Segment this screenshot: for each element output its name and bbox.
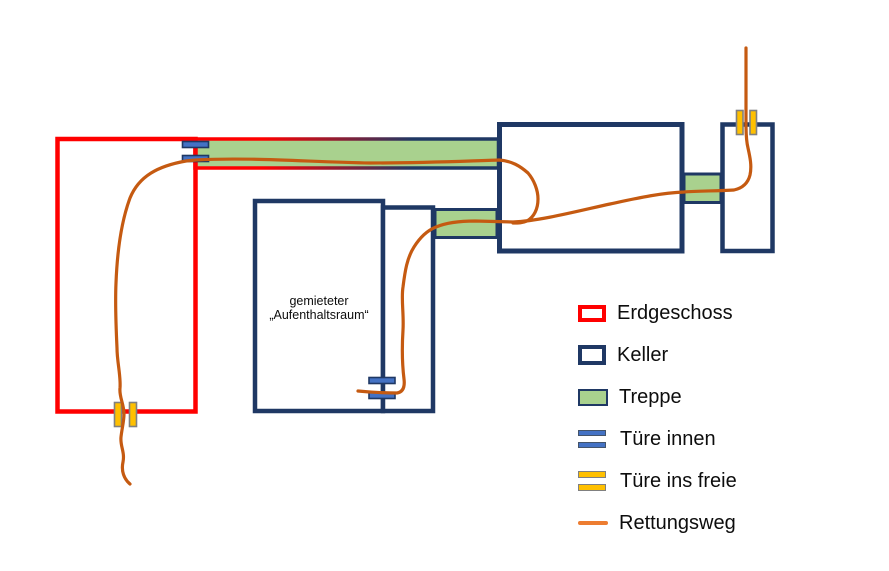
legend-label: Erdgeschoss	[617, 301, 733, 324]
aufenthaltsraum-label-line1: gemieteter	[289, 294, 349, 308]
door-bar	[181, 140, 210, 149]
legend: Erdgeschoss Keller Treppe Türe innen Tür…	[578, 292, 737, 544]
keller-main-room	[497, 122, 685, 254]
door-bar	[578, 484, 606, 491]
legend-item-rettungsweg: Rettungsweg	[578, 502, 737, 544]
exit-door-keller	[735, 109, 758, 136]
aufenthaltsraum-label: gemieteter „Aufenthaltsraum“	[255, 294, 383, 322]
erdgeschoss-swatch-icon	[578, 304, 606, 322]
legend-item-tuere-ins-freie: Türe ins freie	[578, 460, 737, 502]
legend-label: Treppe	[619, 385, 682, 408]
inner-door-aufenthaltsraum	[368, 376, 396, 400]
legend-label: Türe innen	[620, 427, 716, 450]
door-bar	[578, 471, 606, 478]
aufenthaltsraum-room	[252, 198, 386, 414]
door-bar	[368, 376, 396, 385]
treppe-swatch-icon	[578, 388, 608, 406]
keller-swatch-icon	[578, 345, 606, 365]
door-bar	[749, 109, 758, 136]
legend-item-tuere-innen: Türe innen	[578, 418, 737, 460]
escape-route-erdgeschoss	[113, 157, 540, 486]
tuere-ins-freie-swatch-icon	[578, 471, 609, 491]
door-bar	[578, 430, 606, 436]
tuere-innen-swatch-icon	[578, 430, 609, 448]
stair-connector-right	[682, 172, 723, 204]
door-bar	[128, 401, 138, 428]
legend-item-treppe: Treppe	[578, 376, 737, 418]
door-bar	[578, 442, 606, 448]
legend-item-erdgeschoss: Erdgeschoss	[578, 292, 737, 334]
escape-route-aufenthaltsraum	[356, 46, 753, 395]
door-bar	[735, 109, 744, 136]
door-bar	[113, 401, 123, 428]
legend-label: Keller	[617, 343, 669, 366]
aufenthaltsraum-label-line2: „Aufenthaltsraum“	[269, 308, 369, 322]
legend-label: Türe ins freie	[620, 469, 737, 492]
exit-door-erdgeschoss	[113, 401, 138, 428]
erdgeschoss-room	[55, 136, 198, 414]
legend-label: Rettungsweg	[619, 511, 736, 534]
legend-item-keller: Keller	[578, 334, 737, 376]
rettungsweg-swatch-icon	[578, 521, 608, 525]
